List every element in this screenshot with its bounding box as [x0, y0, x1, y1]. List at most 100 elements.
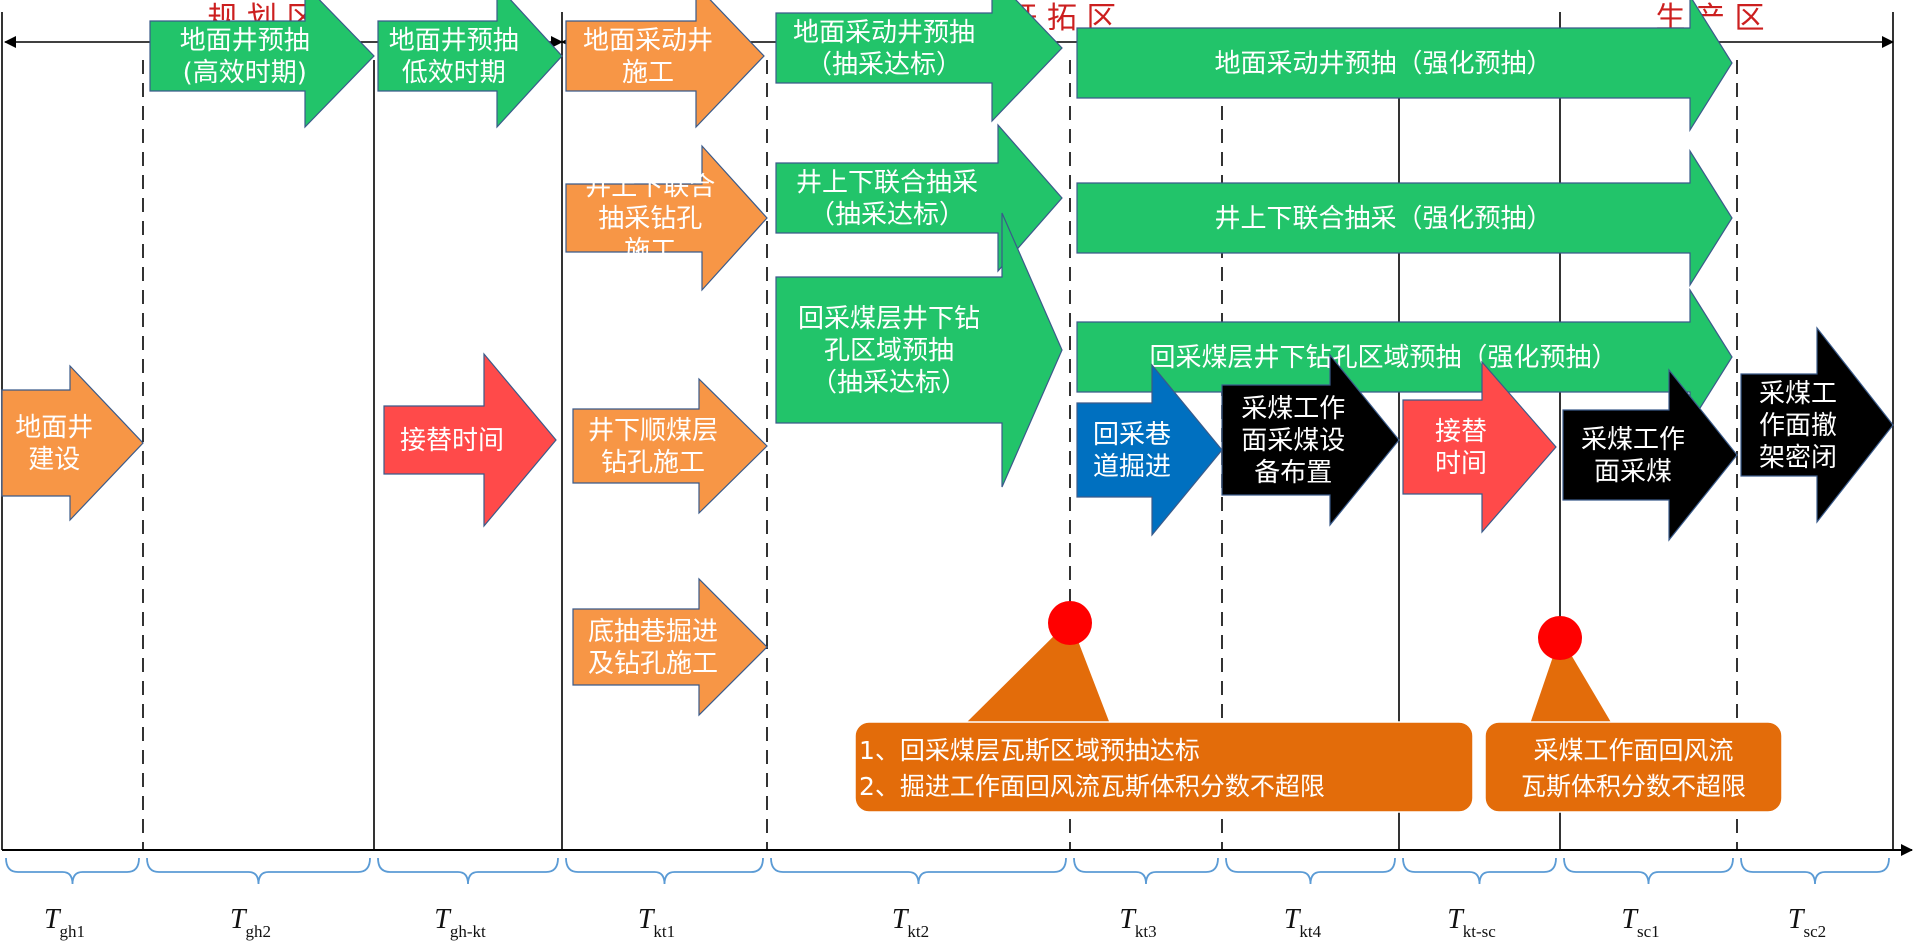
- process-arrow-shape: [383, 352, 557, 528]
- process-arrow-label: 道掘进: [1093, 452, 1171, 482]
- process-arrow-label: （抽采达标）: [811, 368, 967, 398]
- period-labels: Tgh1 Tgh2 Tgh-kt Tkt1 Tkt2 Tkt3 Tkt4 Tkt-sc Tsc1…: [44, 904, 1826, 941]
- process-arrow-shape: [1076, 0, 1733, 133]
- process-arrow-label: 抽采钻孔: [598, 204, 702, 234]
- period-brace: [565, 857, 764, 885]
- process-arrow-shape: [1076, 363, 1223, 537]
- process-arrow-label: 备布置: [1254, 458, 1332, 488]
- process-arrow-label: 架密闭: [1759, 443, 1837, 473]
- process-arrow-shape: [775, 0, 1063, 123]
- process-arrow-label: （抽采达标）: [809, 200, 965, 230]
- process-arrow-label: 回采煤层井下钻: [798, 304, 980, 334]
- process-arrow-label: 面采煤设: [1241, 426, 1345, 456]
- process-arrow: 井上下联合抽采（强化预抽）: [1076, 148, 1733, 288]
- process-arrow: 回采煤层井下钻孔区域预抽（抽采达标）: [775, 212, 1063, 488]
- milestone-marker-dot: [1538, 616, 1582, 660]
- process-arrow-label: 采煤工作: [1241, 394, 1345, 424]
- process-arrow-label: （抽采达标）: [806, 50, 962, 80]
- process-arrow-label: (高效时期): [183, 58, 307, 88]
- period-label: Tsc1: [1621, 904, 1659, 941]
- callout-text: 1、回采煤层瓦斯区域预抽达标: [859, 736, 1200, 765]
- callout-box: [854, 721, 1474, 813]
- process-arrow-label: 地面井预抽: [389, 26, 519, 56]
- period-label: Tkt3: [1119, 904, 1156, 941]
- callout-text: 瓦斯体积分数不超限: [1521, 772, 1746, 801]
- process-arrow-shape: [1402, 360, 1557, 534]
- callout-text: 采煤工作面回风流: [1533, 736, 1733, 765]
- process-arrow: 地面采动井预抽（强化预抽）: [1076, 0, 1733, 133]
- process-arrow-label: 低效时期: [402, 58, 506, 88]
- period-label: Tkt2: [892, 904, 929, 941]
- process-arrow-label: 建设: [28, 445, 80, 475]
- process-arrow-label: 采煤工: [1759, 379, 1837, 409]
- period-brace: [770, 857, 1067, 885]
- process-arrow-shape: [775, 212, 1063, 488]
- process-arrow-shape: [1740, 326, 1894, 524]
- process-arrow-label: 时间: [1435, 449, 1487, 479]
- period-braces: [5, 857, 1890, 885]
- process-arrow-shape: [565, 0, 765, 129]
- process-arrow-label: 施工: [624, 236, 676, 266]
- process-arrow-shape: [572, 577, 768, 717]
- process-arrow: 地面采动井预抽（抽采达标）: [775, 0, 1063, 123]
- period-label: Tgh1: [44, 904, 85, 941]
- process-arrow-shape: [149, 0, 375, 129]
- process-arrow-label: 井上下联合抽采（强化预抽）: [1214, 204, 1552, 234]
- callout-pointer: [1530, 636, 1612, 724]
- period-label: Tgh-kt: [434, 904, 486, 941]
- process-arrow: 井上下联合抽采（抽采达标）: [775, 123, 1063, 273]
- process-arrow-shape: [1076, 148, 1733, 288]
- process-arrow-label: 作面撤: [1759, 411, 1837, 441]
- milestone-marker-dot: [1048, 601, 1092, 645]
- process-arrow-label: 及钻孔施工: [588, 649, 718, 679]
- period-brace: [1402, 857, 1557, 885]
- process-arrow-shape: [775, 123, 1063, 273]
- callout-text: 2、掘进工作面回风流瓦斯体积分数不超限: [859, 772, 1325, 801]
- process-arrow-label: 回采煤层井下钻孔区域预抽（强化预抽）: [1149, 343, 1617, 373]
- process-arrow: 接替时间: [1402, 360, 1557, 534]
- process-arrows: 地面井建设地面井预抽(高效时期)地面井预抽低效时期接替时间地面采动井施工井上下联…: [1, 0, 1894, 717]
- process-arrow-shape: [1562, 368, 1738, 542]
- process-arrow-shape: [1221, 353, 1400, 527]
- callout-pointer: [965, 620, 1110, 724]
- process-arrow-label: 接替时间: [400, 426, 504, 456]
- process-arrow-shape: [377, 0, 563, 129]
- process-arrow-shape: [572, 377, 768, 515]
- period-label: Tkt1: [638, 904, 675, 941]
- process-arrow-label: 回采巷: [1093, 420, 1171, 450]
- period-brace: [1740, 857, 1890, 885]
- process-arrow-label: 接替: [1435, 417, 1487, 447]
- process-arrow-label: 底抽巷掘进: [588, 617, 718, 647]
- callout-box: [1484, 721, 1783, 813]
- process-arrow-label: 地面采动井预抽（强化预抽）: [1214, 49, 1552, 79]
- period-label: Tkt-sc: [1447, 904, 1496, 941]
- period-brace: [1563, 857, 1734, 885]
- period-brace: [146, 857, 371, 885]
- period-label: Tgh2: [230, 904, 271, 941]
- period-brace: [5, 857, 140, 885]
- milestone-callouts: 1、回采煤层瓦斯区域预抽达标 2、掘进工作面回风流瓦斯体积分数不超限 采煤工作面回风…: [854, 601, 1783, 813]
- process-arrow-label: 地面井预抽: [180, 26, 310, 56]
- process-arrow: 接替时间: [383, 352, 557, 528]
- process-arrow-shape: [565, 144, 768, 292]
- process-arrow-label: 钻孔施工: [601, 448, 705, 478]
- process-arrow-shape: [1, 364, 144, 522]
- period-label: Tkt4: [1284, 904, 1322, 941]
- process-arrow: 地面井预抽(高效时期): [149, 0, 375, 129]
- period-brace: [1225, 857, 1396, 885]
- milestone-callout: 1、回采煤层瓦斯区域预抽达标 2、掘进工作面回风流瓦斯体积分数不超限: [854, 620, 1474, 813]
- process-arrow-label: 面采煤: [1594, 457, 1672, 487]
- process-arrow-label: 地面井: [15, 413, 93, 443]
